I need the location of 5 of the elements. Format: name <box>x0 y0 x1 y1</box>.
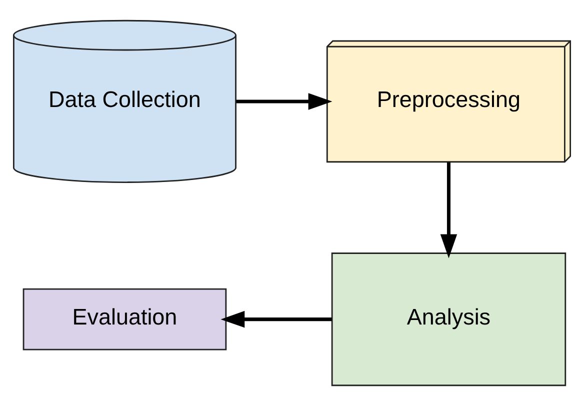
arrow <box>236 92 332 110</box>
arrow <box>440 162 458 258</box>
node-box: Analysis <box>331 252 566 386</box>
arrow <box>220 310 332 328</box>
node-box: Evaluation <box>22 288 227 350</box>
